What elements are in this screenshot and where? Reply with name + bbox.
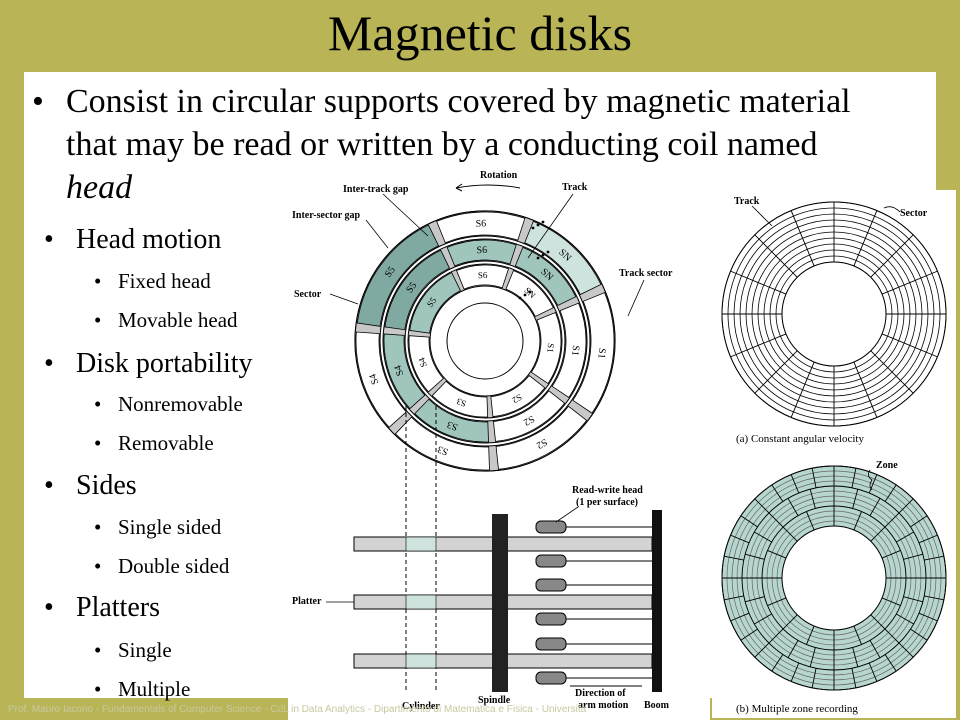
sector-s4-ring-0 — [355, 331, 407, 428]
sector-s1-ring-1 — [551, 302, 587, 399]
item-movable-head: •Movable head — [94, 308, 238, 332]
sector-label: S4 — [367, 372, 381, 386]
sector-label: S1 — [545, 343, 556, 354]
label-track: Track — [562, 182, 588, 193]
sector-s1-ring-2 — [530, 312, 562, 385]
sector-s6-ring-0 — [436, 211, 526, 244]
cav-label-sector: Sector — [900, 208, 928, 219]
label-inter-track-gap: Inter-track gap — [343, 184, 409, 195]
sector-label: S6 — [476, 245, 487, 256]
label-inter-sector-gap: Inter-sector gap — [292, 210, 360, 221]
spindle — [492, 514, 508, 692]
item-single: •Single — [94, 638, 172, 662]
sector-s6-ring-1 — [446, 239, 517, 267]
sector-label: S3 — [455, 396, 468, 409]
item-removable: •Removable — [94, 431, 214, 455]
cav-caption: (a) Constant angular velocity — [736, 433, 864, 445]
cav-label-track: Track — [734, 196, 760, 207]
disk-layout-figure: S6SNS1S2S3S4S5S6SNS1S2S3S4S5S6SNS1S2S3S4… — [288, 166, 710, 720]
sector-label: S1 — [595, 347, 607, 359]
item-single-sided: •Single sided — [94, 515, 222, 539]
sector-sn-ring-2 — [505, 270, 554, 317]
sector-label: S2 — [534, 436, 549, 451]
label-direction-1: Direction of — [575, 688, 626, 699]
item-nonremovable: •Nonremovable — [94, 392, 243, 416]
boom — [652, 510, 662, 692]
bullet-dot: • — [32, 83, 44, 120]
sector-sn-ring-1 — [514, 246, 577, 307]
sector-label: S1 — [569, 345, 581, 357]
item-fixed-head: •Fixed head — [94, 269, 211, 293]
sector-label: S5 — [404, 280, 419, 295]
sector-s2-ring-1 — [493, 390, 566, 442]
label-track-sector: Track sector — [619, 268, 673, 279]
sector-s4-ring-2 — [408, 335, 444, 393]
sector-label: S6 — [475, 218, 486, 229]
item-multiple: •Multiple — [94, 677, 191, 701]
mzr-caption: (b) Multiple zone recording — [736, 703, 858, 715]
label-rw-head-1: Read-write head — [572, 485, 643, 496]
sector-label: S3 — [436, 443, 450, 457]
label-spindle: Spindle — [478, 695, 511, 706]
label-direction-2: arm motion — [578, 700, 629, 711]
disk-sectors-diagram: S6SNS1S2S3S4S5S6SNS1S2S3S4S5S6SNS1S2S3S4… — [354, 210, 616, 472]
sector-s1-ring-0 — [572, 292, 615, 414]
sector-sn-ring-0 — [524, 220, 602, 296]
intro-emphasis: head — [66, 169, 133, 206]
intro-line-2: that may be read or written by a conduct… — [66, 126, 818, 163]
sector-label: S2 — [510, 392, 523, 405]
sector-s3-ring-0 — [394, 416, 490, 471]
label-platter: Platter — [292, 596, 322, 607]
sector-s5-ring-0 — [356, 224, 440, 327]
sector-label: S3 — [446, 418, 460, 432]
cav-disk — [721, 201, 947, 427]
mzr-label-zone: Zone — [876, 460, 898, 471]
mzr-figure: Zone (b) Multiple zone recording — [712, 456, 956, 718]
label-rotation: Rotation — [480, 170, 518, 181]
bullet-list: • Consist in circular supports covered b… — [32, 80, 912, 209]
sector-s5-ring-2 — [409, 272, 461, 334]
intro-bullet: • Consist in circular supports covered b… — [32, 80, 912, 209]
sector-s2-ring-2 — [490, 374, 546, 418]
sector-label: S5 — [383, 265, 398, 280]
label-rw-head-2: (1 per surface) — [576, 497, 638, 508]
sector-s3-ring-1 — [414, 398, 489, 443]
mzr-disk — [721, 465, 947, 691]
sector-s4-ring-1 — [383, 333, 426, 410]
item-double-sided: •Double sided — [94, 554, 230, 578]
label-sector: Sector — [294, 289, 322, 300]
read-write-heads — [535, 520, 652, 685]
sector-label: S2 — [522, 413, 537, 428]
intro-line-1: Consist in circular supports covered by … — [66, 83, 851, 120]
label-cylinder: Cylinder — [402, 701, 440, 712]
sector-label: S6 — [478, 270, 488, 280]
sector-s3-ring-2 — [431, 380, 489, 418]
footer-text: Prof. Mauro Iacono - Fundamentals of Com… — [8, 704, 587, 715]
label-boom: Boom — [644, 700, 670, 711]
slide-title: Magnetic disks — [327, 5, 633, 61]
sector-s5-ring-1 — [384, 249, 451, 331]
sector-label: S4 — [393, 364, 407, 378]
sector-label: S4 — [416, 356, 429, 369]
cav-figure: Track Sector (a) Constant angular veloci… — [712, 190, 956, 456]
sector-s6-ring-2 — [456, 264, 509, 290]
sector-s2-ring-0 — [495, 405, 588, 470]
